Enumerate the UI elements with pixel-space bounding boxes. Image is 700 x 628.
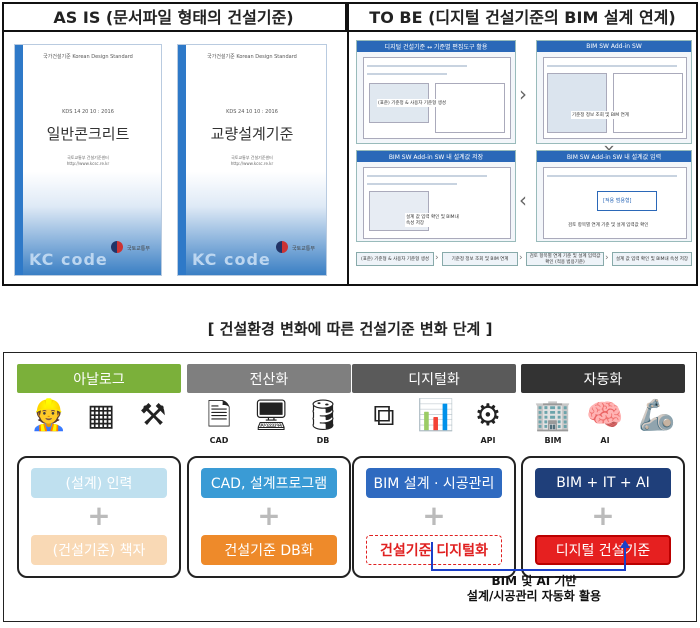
stage-column xyxy=(352,456,516,578)
arrow-right-icon: › xyxy=(519,82,527,106)
screenshot-save-values: BIM SW Add-in SW 내 설계값 저장 설계 값 입력 확인 및 B… xyxy=(356,150,516,242)
stage-top-label: (설계) 인력 xyxy=(31,468,167,498)
flow-step-3: 검토 항목별 연계 기준 및 설계 입력값 확인 (적용 범용기준) xyxy=(526,252,604,266)
kc-code-watermark: KC code xyxy=(29,250,108,269)
stage-header: 아날로그 xyxy=(17,364,181,393)
computer-icon: 🖥 xyxy=(251,398,291,433)
flow-step-1: (표준) 기준형 & 사용자 기준형 생성 xyxy=(356,252,434,266)
government-seal-icon xyxy=(276,241,288,253)
icon-label: CAD xyxy=(209,436,229,445)
robot-arm-icon: 🦾 xyxy=(638,398,676,433)
callout-arrow xyxy=(431,540,630,571)
plus-icon: + xyxy=(422,499,446,532)
screenshot-input-values: BIM SW Add-in SW 내 설계값 입력 [적용 범용형] 검토 항목… xyxy=(536,150,692,242)
network-icon: ⧉ xyxy=(373,398,395,433)
stages-panel xyxy=(3,352,697,622)
blueprint-icon: ▦ xyxy=(86,398,116,433)
book-title: 일반콘크리트 xyxy=(46,125,130,143)
icon-label: BIM xyxy=(544,436,562,445)
stage-top-label: CAD, 설계프로그램 xyxy=(201,468,337,498)
database-icon: 🛢DB xyxy=(299,396,347,446)
bim-building-icon: 🏢BIM xyxy=(529,396,577,446)
screenshot-bim-addin: BIM SW Add-in SW 기준정 정보 조회 및 BIM 연계 xyxy=(536,40,692,144)
flow-step-2: 기준정 정보 조회 및 BIM 연계 xyxy=(442,252,518,266)
flow-step-4: 설계 값 입력 확인 및 BIM내 속성 저장 xyxy=(612,252,692,266)
to-be-header: TO BE (디지털 건설기준의 BIM 설계 연계) xyxy=(347,2,698,32)
plus-icon: + xyxy=(591,499,615,532)
stage-bottom-label: 건설기준 디지털화 xyxy=(366,535,502,565)
icon-label: AI xyxy=(600,436,610,445)
stage-bottom-label: 건설기준 DB화 xyxy=(201,535,337,565)
government-seal-icon xyxy=(111,241,123,253)
stage-bottom-label: (건설기준) 책자 xyxy=(31,535,167,565)
book-cover-general-concrete: 국가건설기준 Korean Design Standard KDS 14 20 … xyxy=(14,44,162,276)
monitor-chart-icon: 📊 xyxy=(417,398,455,433)
stage-column xyxy=(521,456,685,578)
stage-header: 자동화 xyxy=(521,364,685,393)
plus-icon: + xyxy=(257,499,281,532)
cad-file-icon: 🗎CAD xyxy=(195,396,243,446)
kc-code-watermark: KC code xyxy=(192,250,271,269)
ai-brain-icon: 🧠AI xyxy=(581,396,629,446)
panel-divider xyxy=(347,2,349,286)
stage-header: 디지털화 xyxy=(352,364,516,393)
callout-text: BIM 및 AI 기반 설계/시공관리 자동화 활용 xyxy=(466,574,602,603)
screenshot-standard-editor: 디지털 건설기준 ↔ 기준별 편집도구 활용 (표준) 기준정 & 사용자 기준… xyxy=(356,40,516,144)
icon-label: API xyxy=(480,436,496,445)
stage-top-label: BIM 설계 · 시공관리 xyxy=(366,468,502,498)
stage-column xyxy=(187,456,351,578)
book-cover-bridge-design: 국가건설기준 Korean Design Standard KDS 24 10 … xyxy=(177,44,327,276)
as-is-header: AS IS (문서파일 형태의 건설기준) xyxy=(2,2,347,32)
plus-icon: + xyxy=(87,499,111,532)
jackhammer-icon: ⚒ xyxy=(139,398,167,433)
stage-header: 전산화 xyxy=(187,364,351,393)
stage-column xyxy=(17,456,181,578)
as-is-to-be-panel xyxy=(2,2,698,286)
stage-top-label: BIM + IT + AI xyxy=(535,468,671,498)
icon-label: DB xyxy=(316,436,330,445)
book-title: 교량설계기준 xyxy=(210,125,294,143)
arrow-left-icon: › xyxy=(519,190,527,214)
api-icon: ⚙API xyxy=(464,396,512,446)
worker-icon: 👷 xyxy=(30,398,68,433)
stage-bottom-label: 디지털 건설기준 xyxy=(535,535,671,565)
stages-title: [ 건설환경 변화에 따른 건설기준 변화 단계 ] xyxy=(207,320,493,338)
